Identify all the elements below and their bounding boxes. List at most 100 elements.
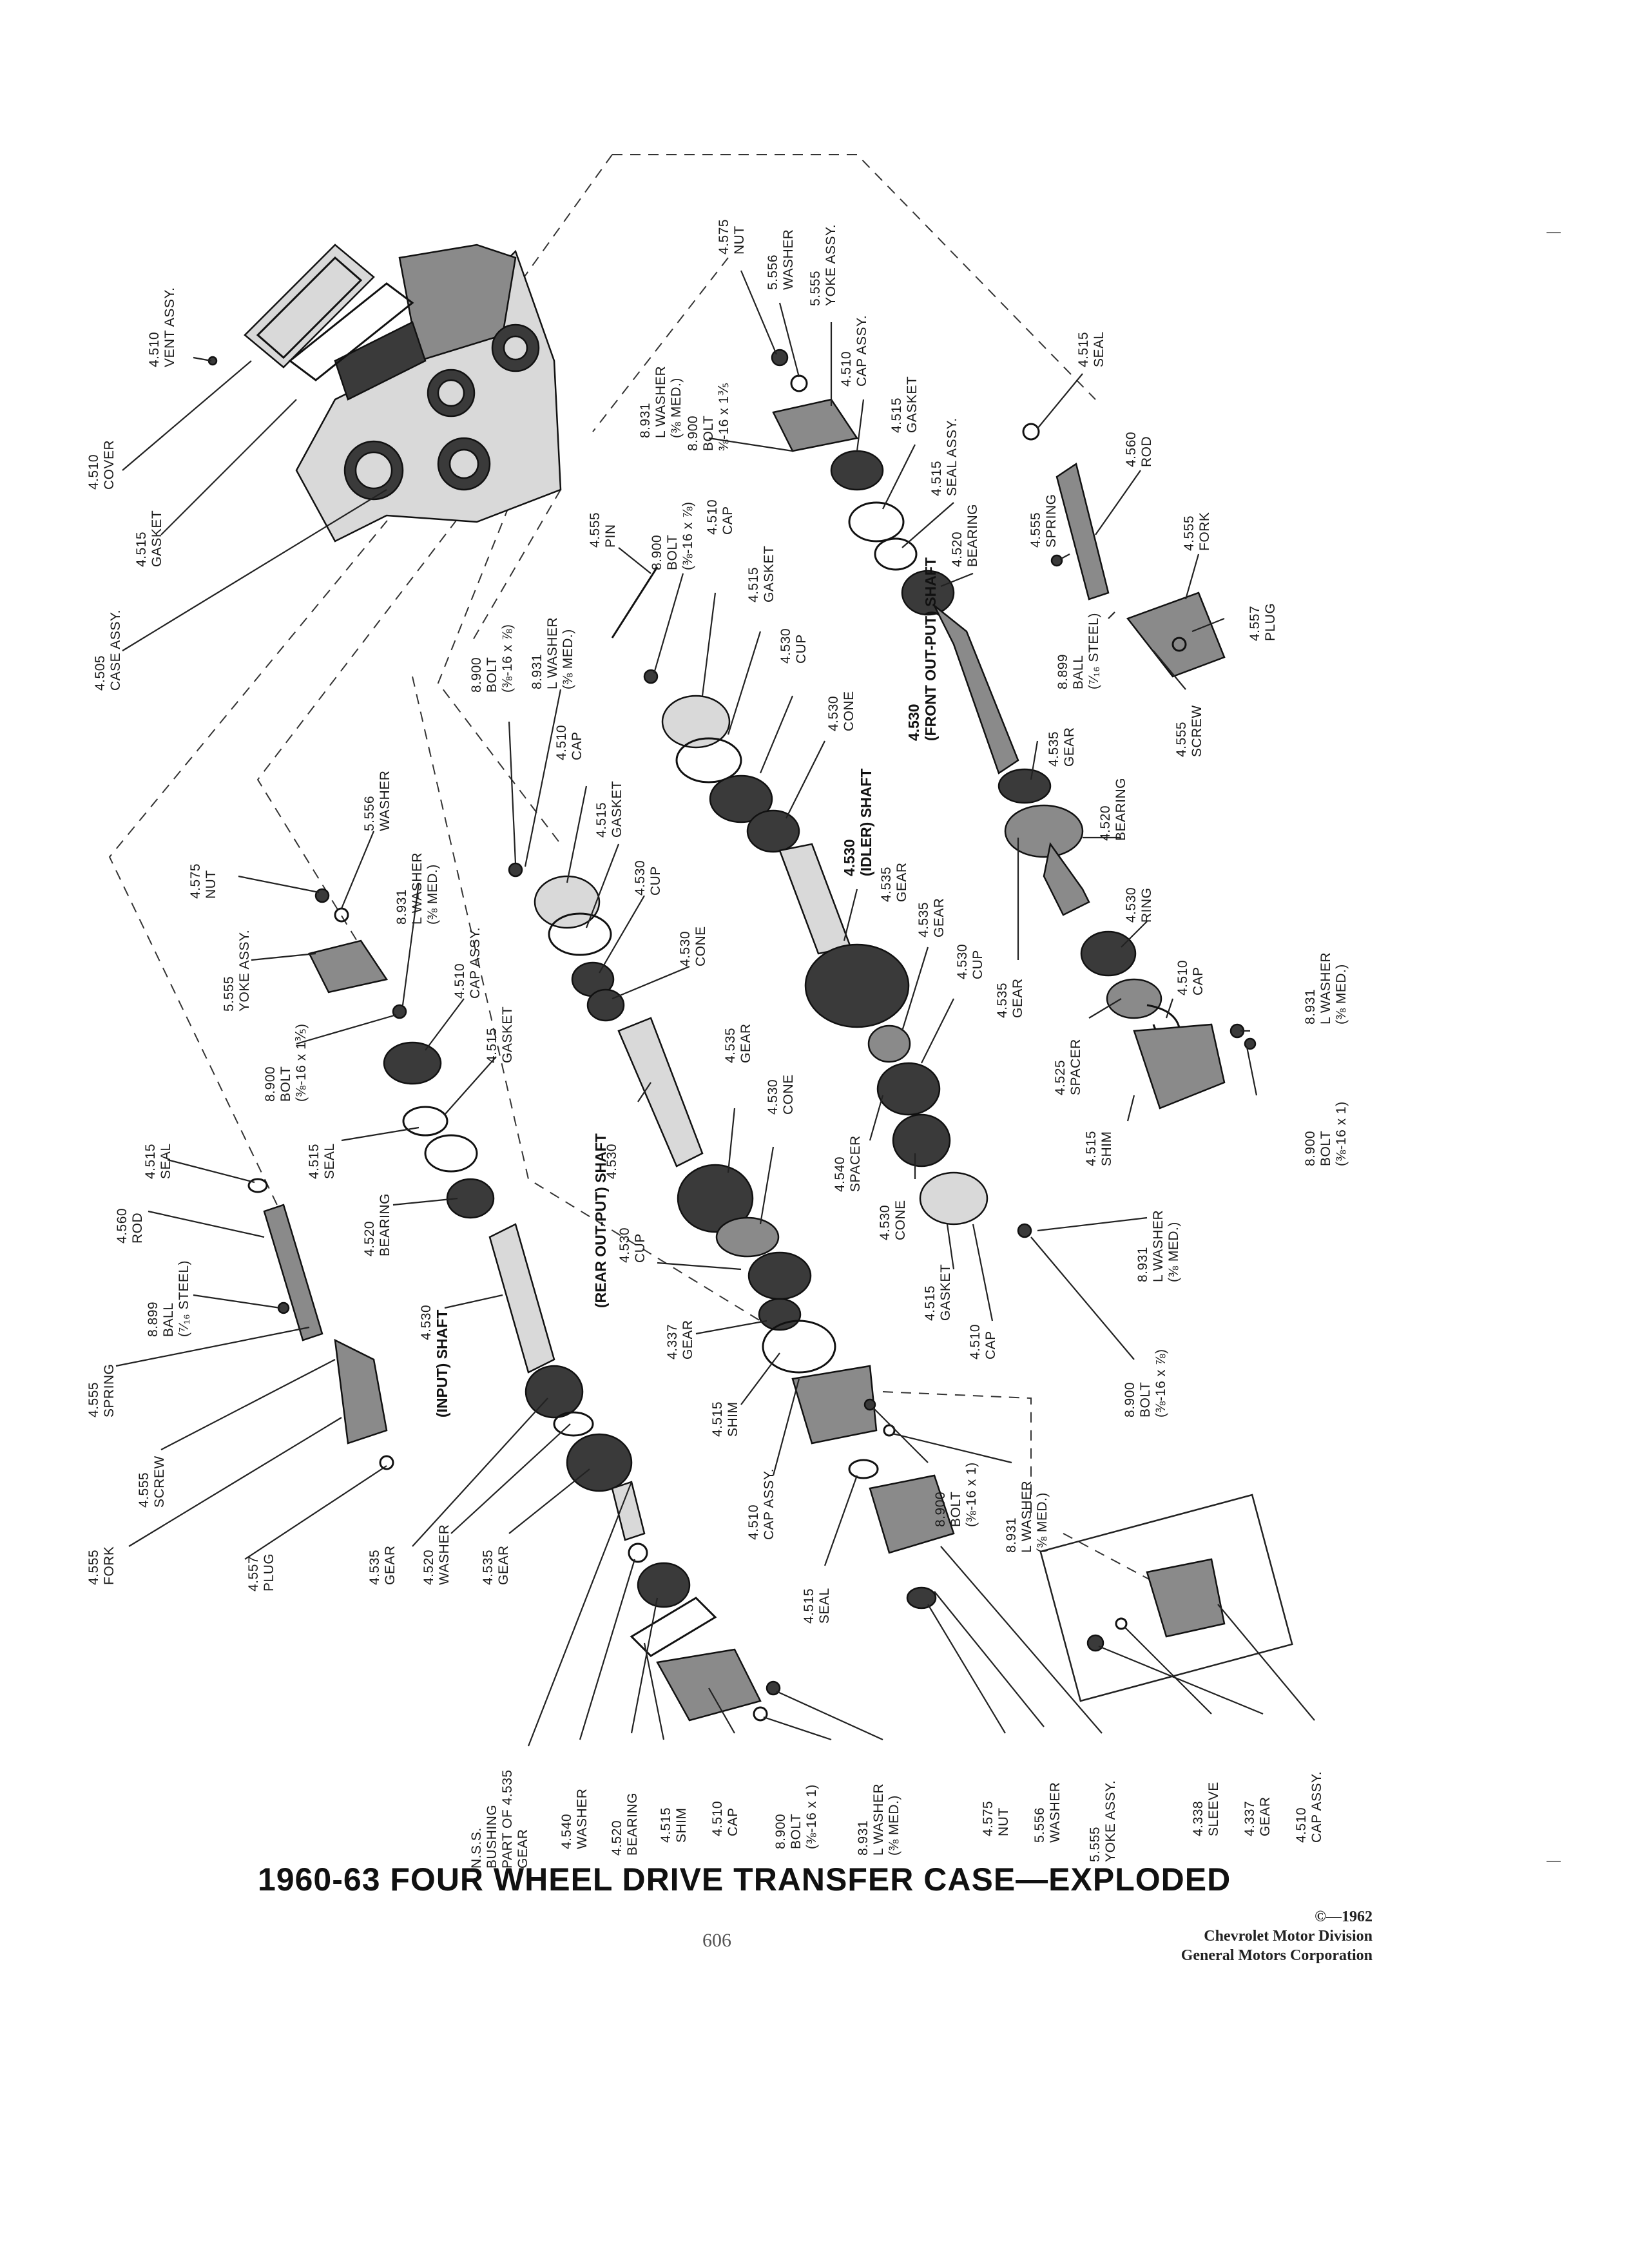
label-cover: 4.510COVER	[86, 440, 117, 490]
label-shaft-idler: 4.530(IDLER) SHAFT	[841, 769, 874, 876]
label-seal-right: 4.515SEAL	[1076, 331, 1106, 367]
label-washer-top: 5.556WASHER	[766, 229, 796, 290]
label-lwasher-idler: 8.931L WASHER(⅜ MED.)	[1135, 1210, 1181, 1282]
label-bolt-mid: 8.900BOLT(⅜-16 x ⅞)	[650, 501, 695, 570]
page-number: 606	[702, 1930, 731, 1951]
label-fork-right: 4.555FORK	[1182, 512, 1212, 551]
label-cap-assy-left: 4.510CAP ASSY.	[452, 927, 483, 999]
label-vent-assy: 4.510VENT ASSY.	[147, 287, 177, 367]
label-cone-left: 4.530CONE	[678, 926, 708, 966]
copyright-credit: ©—1962 Chevrolet Motor Division General …	[1063, 1907, 1373, 1965]
label-ring-front: 4.530RING	[1124, 887, 1154, 923]
label-cap-bottom: 4.510CAP	[710, 1801, 740, 1836]
label-cap-front: 4.510CAP	[1175, 960, 1206, 995]
label-cap-assy-top: 4.510CAP ASSY.	[839, 315, 869, 387]
label-sleeve-box: 4.338SLEEVE	[1191, 1782, 1221, 1836]
label-lwasher-front: 8.931L WASHER(⅜ MED.)	[1303, 952, 1349, 1024]
label-bolt-idler: 8.900BOLT(⅜-16 x ⅞)	[1123, 1349, 1168, 1418]
label-seal-mid2: 4.515SEAL	[802, 1588, 832, 1624]
label-seal-left: 4.515SEAL	[307, 1143, 337, 1179]
label-cup-rear: 4.530CUP	[617, 1227, 648, 1263]
label-cap-left: 4.510CAP	[554, 725, 584, 760]
label-screw-right: 4.555SCREW	[1174, 705, 1204, 757]
label-bearing-left: 4.520BEARING	[362, 1193, 392, 1256]
label-gear-input: 4.535GEAR	[367, 1545, 398, 1585]
page-title: 1960-63 FOUR WHEEL DRIVE TRANSFER CASE—E…	[258, 1861, 1231, 1898]
margin-mark-bottom	[1547, 1861, 1561, 1862]
label-gasket-mid: 4.515GASKET	[746, 546, 776, 602]
label-gasket-top: 4.515GASKET	[889, 376, 920, 433]
label-gear-box: 4.337GEAR	[1242, 1796, 1273, 1836]
label-shaft-input: (INPUT) SHAFT	[434, 1310, 450, 1418]
credit-line-2: Chevrolet Motor Division	[1204, 1928, 1373, 1945]
label-gear-mid2: 4.337GEAR	[665, 1320, 695, 1360]
label-cone-mid: 4.530CONE	[826, 691, 856, 731]
cover-gasket	[288, 282, 414, 381]
label-washer-input: 4.520WASHER	[421, 1524, 452, 1585]
label-lwasher-left2: 8.931L WASHER(⅜ MED.)	[394, 852, 440, 925]
center-lower-stack	[758, 1298, 955, 1610]
label-gasket-left: 4.515GASKET	[594, 781, 624, 838]
label-cup-idler: 4.530CUP	[955, 944, 985, 979]
label-gasket-left2: 4.515GASKET	[485, 1006, 515, 1063]
label-yoke-bottom: 5.555YOKE ASSY.	[1088, 1780, 1118, 1862]
label-shaft-input-num: 4.530	[419, 1305, 434, 1340]
label-shim-mid2: 4.515SHIM	[710, 1401, 740, 1437]
label-rod-far: 4.560ROD	[115, 1208, 145, 1244]
label-screw-far: 4.555SCREW	[137, 1456, 167, 1508]
label-gasket-idler: 4.515GASKET	[923, 1264, 953, 1321]
label-washer-bottom2: 5.556WASHER	[1032, 1782, 1063, 1843]
credit-line-1: ©—1962	[1315, 1908, 1373, 1925]
label-cap-assy-mid2: 4.510CAP ASSY.	[746, 1468, 776, 1540]
label-shim-front: 4.515SHIM	[1084, 1131, 1114, 1166]
case-cover	[244, 244, 375, 369]
label-bearing-front2: 4.520BEARING	[1098, 778, 1128, 841]
boxed-cap-assembly	[1039, 1494, 1293, 1702]
label-washer-left: 5.556WASHER	[362, 771, 392, 831]
label-gear-input2: 4.535GEAR	[481, 1545, 511, 1585]
label-ball-far: 8.899BALL(⁷⁄₁₆ STEEL)	[146, 1260, 191, 1337]
label-cap-idler: 4.510CAP	[968, 1324, 998, 1360]
front-output-stack	[771, 349, 1257, 1110]
label-yoke-top: 5.555YOKE ASSY.	[808, 224, 838, 306]
credit-line-3: General Motors Corporation	[1181, 1947, 1373, 1964]
right-shift-rod	[1022, 423, 1226, 678]
transfer-case	[295, 244, 562, 543]
label-case-assy: 4.505CASE ASSY.	[93, 610, 123, 691]
label-plug-right: 4.557PLUG	[1248, 603, 1278, 641]
idler-stack	[611, 566, 1032, 1238]
label-cap-box: 4.510CAP ASSY.	[1294, 1771, 1324, 1843]
input-shaft-stack	[308, 888, 781, 1722]
label-lwasher-bottom: 8.931L WASHER(⅜ MED.)	[856, 1783, 901, 1856]
label-shaft-rear-num: 4.530	[604, 1144, 619, 1179]
label-cap-mid: 4.510CAP	[705, 499, 735, 535]
label-ball-right: 8.899BALL(⁷⁄₁₆ STEEL)	[1055, 613, 1101, 689]
label-cup-mid: 4.530CUP	[778, 628, 809, 664]
leader-lines	[115, 270, 1315, 1747]
label-spacer-idler: 4.540SPACER	[833, 1135, 863, 1192]
label-gear-rear: 4.535GEAR	[723, 1023, 753, 1063]
label-seal-far: 4.515SEAL	[143, 1143, 173, 1179]
label-bolt-left: 8.900BOLT(⅜-16 x ⅞)	[469, 624, 515, 693]
label-bearing-top: 4.520BEARING	[950, 504, 980, 567]
label-bushing-bottom: N.S.S.BUSHINGPART OF 4.535GEAR	[469, 1769, 530, 1869]
label-shaft-rear: (REAR OUT-PUT) SHAFT	[592, 1133, 609, 1308]
label-nut-bottom: 4.575NUT	[981, 1801, 1011, 1836]
left-shift-rod	[247, 1178, 394, 1470]
part-labels: 4.510VENT ASSY. 4.510COVER 4.515GASKET 4…	[86, 219, 1349, 1869]
label-lwasher-top: 8.931L WASHER(⅜ MED.)	[638, 366, 684, 438]
label-seal-assy-top: 4.515SEAL ASSY.	[929, 418, 959, 496]
label-plug-far: 4.557PLUG	[246, 1553, 276, 1591]
label-bearing-bottom: 4.520BEARING	[610, 1792, 640, 1856]
label-gear-front: 4.535GEAR	[1046, 727, 1077, 767]
label-lwasher-left: 8.931L WASHER(⅜ MED.)	[530, 617, 575, 689]
label-gasket-case: 4.515GASKET	[134, 510, 164, 567]
label-pin-mid: 4.555PIN	[588, 512, 618, 548]
label-nut-left: 4.575NUT	[188, 863, 218, 899]
label-shaft-front: 4.530(FRONT OUT-PUT) SHAFT	[905, 557, 939, 741]
label-shim-bottom: 4.515SHIM	[659, 1807, 689, 1843]
label-cone-idler: 4.530CONE	[878, 1200, 908, 1240]
label-cup-left: 4.530CUP	[633, 860, 663, 896]
label-rod-right: 4.560ROD	[1124, 432, 1154, 467]
